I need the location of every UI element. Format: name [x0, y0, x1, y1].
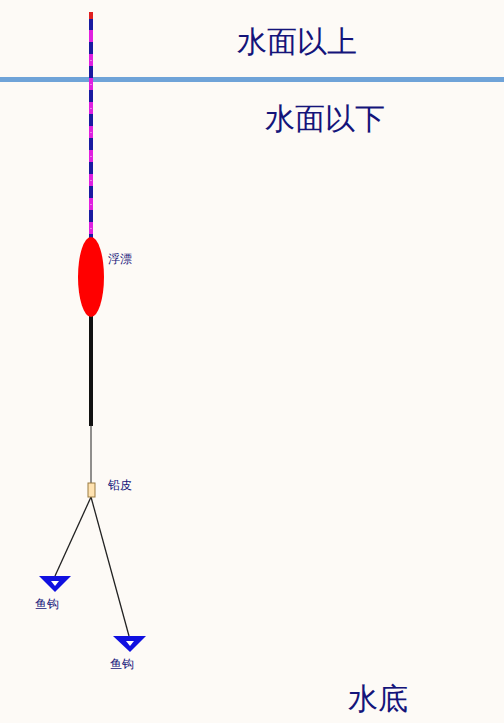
part-label: 鱼钩	[35, 598, 59, 610]
region-label: 水面以下	[265, 104, 385, 134]
water-surface	[0, 77, 504, 82]
main-line	[91, 425, 92, 483]
float-stem	[89, 316, 93, 426]
hook-mark	[126, 641, 134, 646]
float-body	[78, 237, 104, 317]
part-label: 鱼钩	[110, 658, 134, 670]
hook-line	[55, 497, 91, 576]
hook-line	[91, 497, 129, 636]
lead-sinker	[88, 483, 95, 497]
part-label: 铅皮	[108, 479, 132, 491]
hook-mark	[51, 581, 59, 586]
part-label: 浮漂	[108, 253, 132, 265]
hook-symbol	[39, 576, 71, 592]
region-label: 水面以上	[237, 27, 357, 57]
hook-symbol	[113, 636, 146, 652]
float-tip	[89, 12, 93, 19]
antenna-marks	[91, 60, 92, 240]
float-antenna	[89, 19, 93, 241]
region-label: 水底	[348, 684, 408, 714]
